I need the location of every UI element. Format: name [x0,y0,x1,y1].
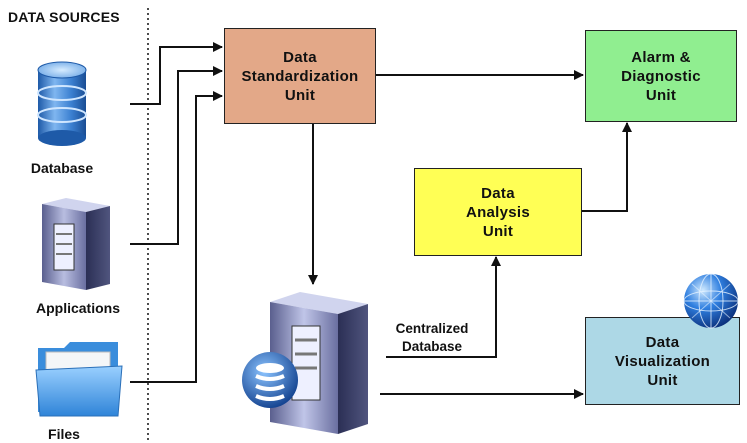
connector-applications [130,66,223,245]
data-analysis-unit: Data Analysis Unit [414,168,582,256]
centralized-database-label: Centralized Database [395,321,469,354]
data-sources-title: DATA SOURCES [8,9,120,25]
connector-db-analysis [386,256,501,358]
server-database-icon [240,288,390,438]
globe-icon [682,272,740,330]
source-label-database: Database [30,160,94,176]
alarm-diagnostic-unit: Alarm & Diagnostic Unit [585,30,737,122]
source-label-applications: Applications [35,300,120,316]
database-icon [30,58,126,150]
connector-database [130,42,223,105]
connector-files [130,91,223,383]
connector-analysis-alarm [582,122,632,212]
data-standardization-unit: Data Standardization Unit [224,28,376,124]
source-label-files: Files [48,426,80,442]
server-icon [36,196,116,292]
folder-icon [34,338,124,420]
data-visualization-unit: Data Visualization Unit [585,317,740,405]
